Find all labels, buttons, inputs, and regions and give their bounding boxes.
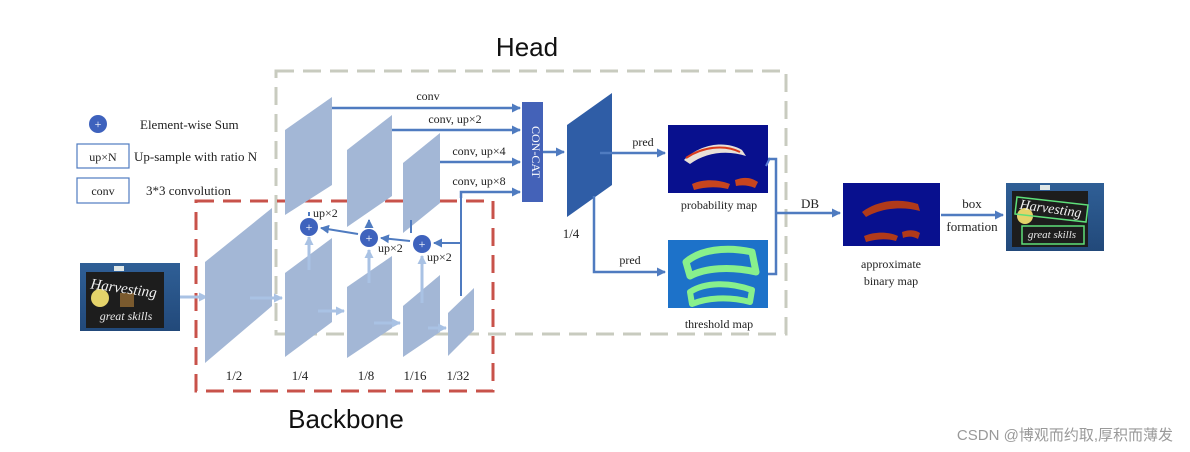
head-title: Head xyxy=(496,32,558,62)
backbone-plane-1-4 xyxy=(285,238,332,357)
scale-label-1-16: 1/16 xyxy=(403,368,427,383)
backbone-plane-1-2 xyxy=(205,208,272,363)
box-formation-label-1: box xyxy=(962,196,982,211)
upsample-label-1: up×2 xyxy=(313,206,338,220)
fused-feature-scale: 1/4 xyxy=(563,226,580,241)
legend-sum-label: Element-wise Sum xyxy=(140,117,239,132)
pred-label-threshold: pred xyxy=(619,253,640,267)
backbone-plane-1-8 xyxy=(347,256,392,358)
legend-conv-symbol: conv xyxy=(91,184,114,198)
probability-map-image xyxy=(668,125,771,193)
backbone-title: Backbone xyxy=(288,404,404,434)
scale-label-1-32: 1/32 xyxy=(446,368,469,383)
backbone-plane-1-32 xyxy=(448,288,474,356)
legend-conv-label: 3*3 convolution xyxy=(146,183,231,198)
concat-in-label-1: conv xyxy=(416,89,439,103)
concat-block xyxy=(522,102,543,202)
legend-sum-icon xyxy=(89,115,107,133)
arrow-sum2-to-sum1 xyxy=(320,224,359,235)
concat-in-label-4: conv, up×8 xyxy=(452,174,505,188)
pred-label-probability: pred xyxy=(632,135,653,149)
db-label: DB xyxy=(801,196,819,211)
sum-node-2-symbol: + xyxy=(366,231,373,245)
legend-upsample-label: Up-sample with ratio N xyxy=(134,149,258,164)
upsample-label-3: up×2 xyxy=(427,250,452,264)
arrow-concat-in-4 xyxy=(459,187,521,198)
sum-node-3 xyxy=(413,235,431,253)
concat-label: CON-CAT xyxy=(529,126,543,179)
arrow-thresh-to-db xyxy=(768,213,778,276)
arrow-pred-threshold xyxy=(592,196,666,277)
head-region xyxy=(274,69,788,336)
legend-sum-symbol: + xyxy=(95,117,102,131)
watermark: CSDN @博观而约取,厚积而薄发 xyxy=(957,427,1173,444)
upsample-label-2: up×2 xyxy=(378,241,403,255)
sum-node-1-symbol: + xyxy=(306,220,313,234)
input-image: Harvesting great skills xyxy=(80,263,180,331)
input-photo-text-2: great skills xyxy=(100,309,153,323)
threshold-map-label: threshold map xyxy=(685,317,753,331)
legend-upsample-symbol: up×N xyxy=(89,150,117,164)
sum-node-2 xyxy=(360,229,378,247)
legend: + Element-wise Sum up×N Up-sample with r… xyxy=(76,115,258,204)
output-photo-text-2: great skills xyxy=(1028,229,1076,241)
arrow-prob-to-db xyxy=(768,157,778,213)
arrow-sum3-to-sum2 xyxy=(380,234,411,244)
fused-feature xyxy=(567,93,612,217)
backbone-plane-1-16 xyxy=(403,275,440,357)
approximate-binary-map-label-1: approximate xyxy=(861,257,921,271)
scale-label-1-2: 1/2 xyxy=(226,368,243,383)
fpn-plane-2 xyxy=(347,115,392,227)
concat-in-label-3: conv, up×4 xyxy=(452,144,505,158)
threshold-map-image xyxy=(668,240,768,308)
output-image: Harvesting great skills xyxy=(1006,183,1104,251)
fpn-plane-1 xyxy=(285,97,332,215)
concat-in-label-2: conv, up×2 xyxy=(428,112,481,126)
legend-upsample-box xyxy=(76,143,130,169)
legend-conv-box xyxy=(76,177,130,204)
approximate-binary-map-image xyxy=(843,183,940,246)
approximate-binary-map-label-2: binary map xyxy=(864,274,918,288)
sum-node-3-symbol: + xyxy=(419,237,426,251)
probability-map-label: probability map xyxy=(681,198,757,212)
scale-label-1-4: 1/4 xyxy=(292,368,309,383)
box-formation-label-2: formation xyxy=(946,219,998,234)
fpn-plane-3 xyxy=(403,133,440,233)
scale-label-1-8: 1/8 xyxy=(358,368,375,383)
sum-node-1 xyxy=(300,218,318,236)
